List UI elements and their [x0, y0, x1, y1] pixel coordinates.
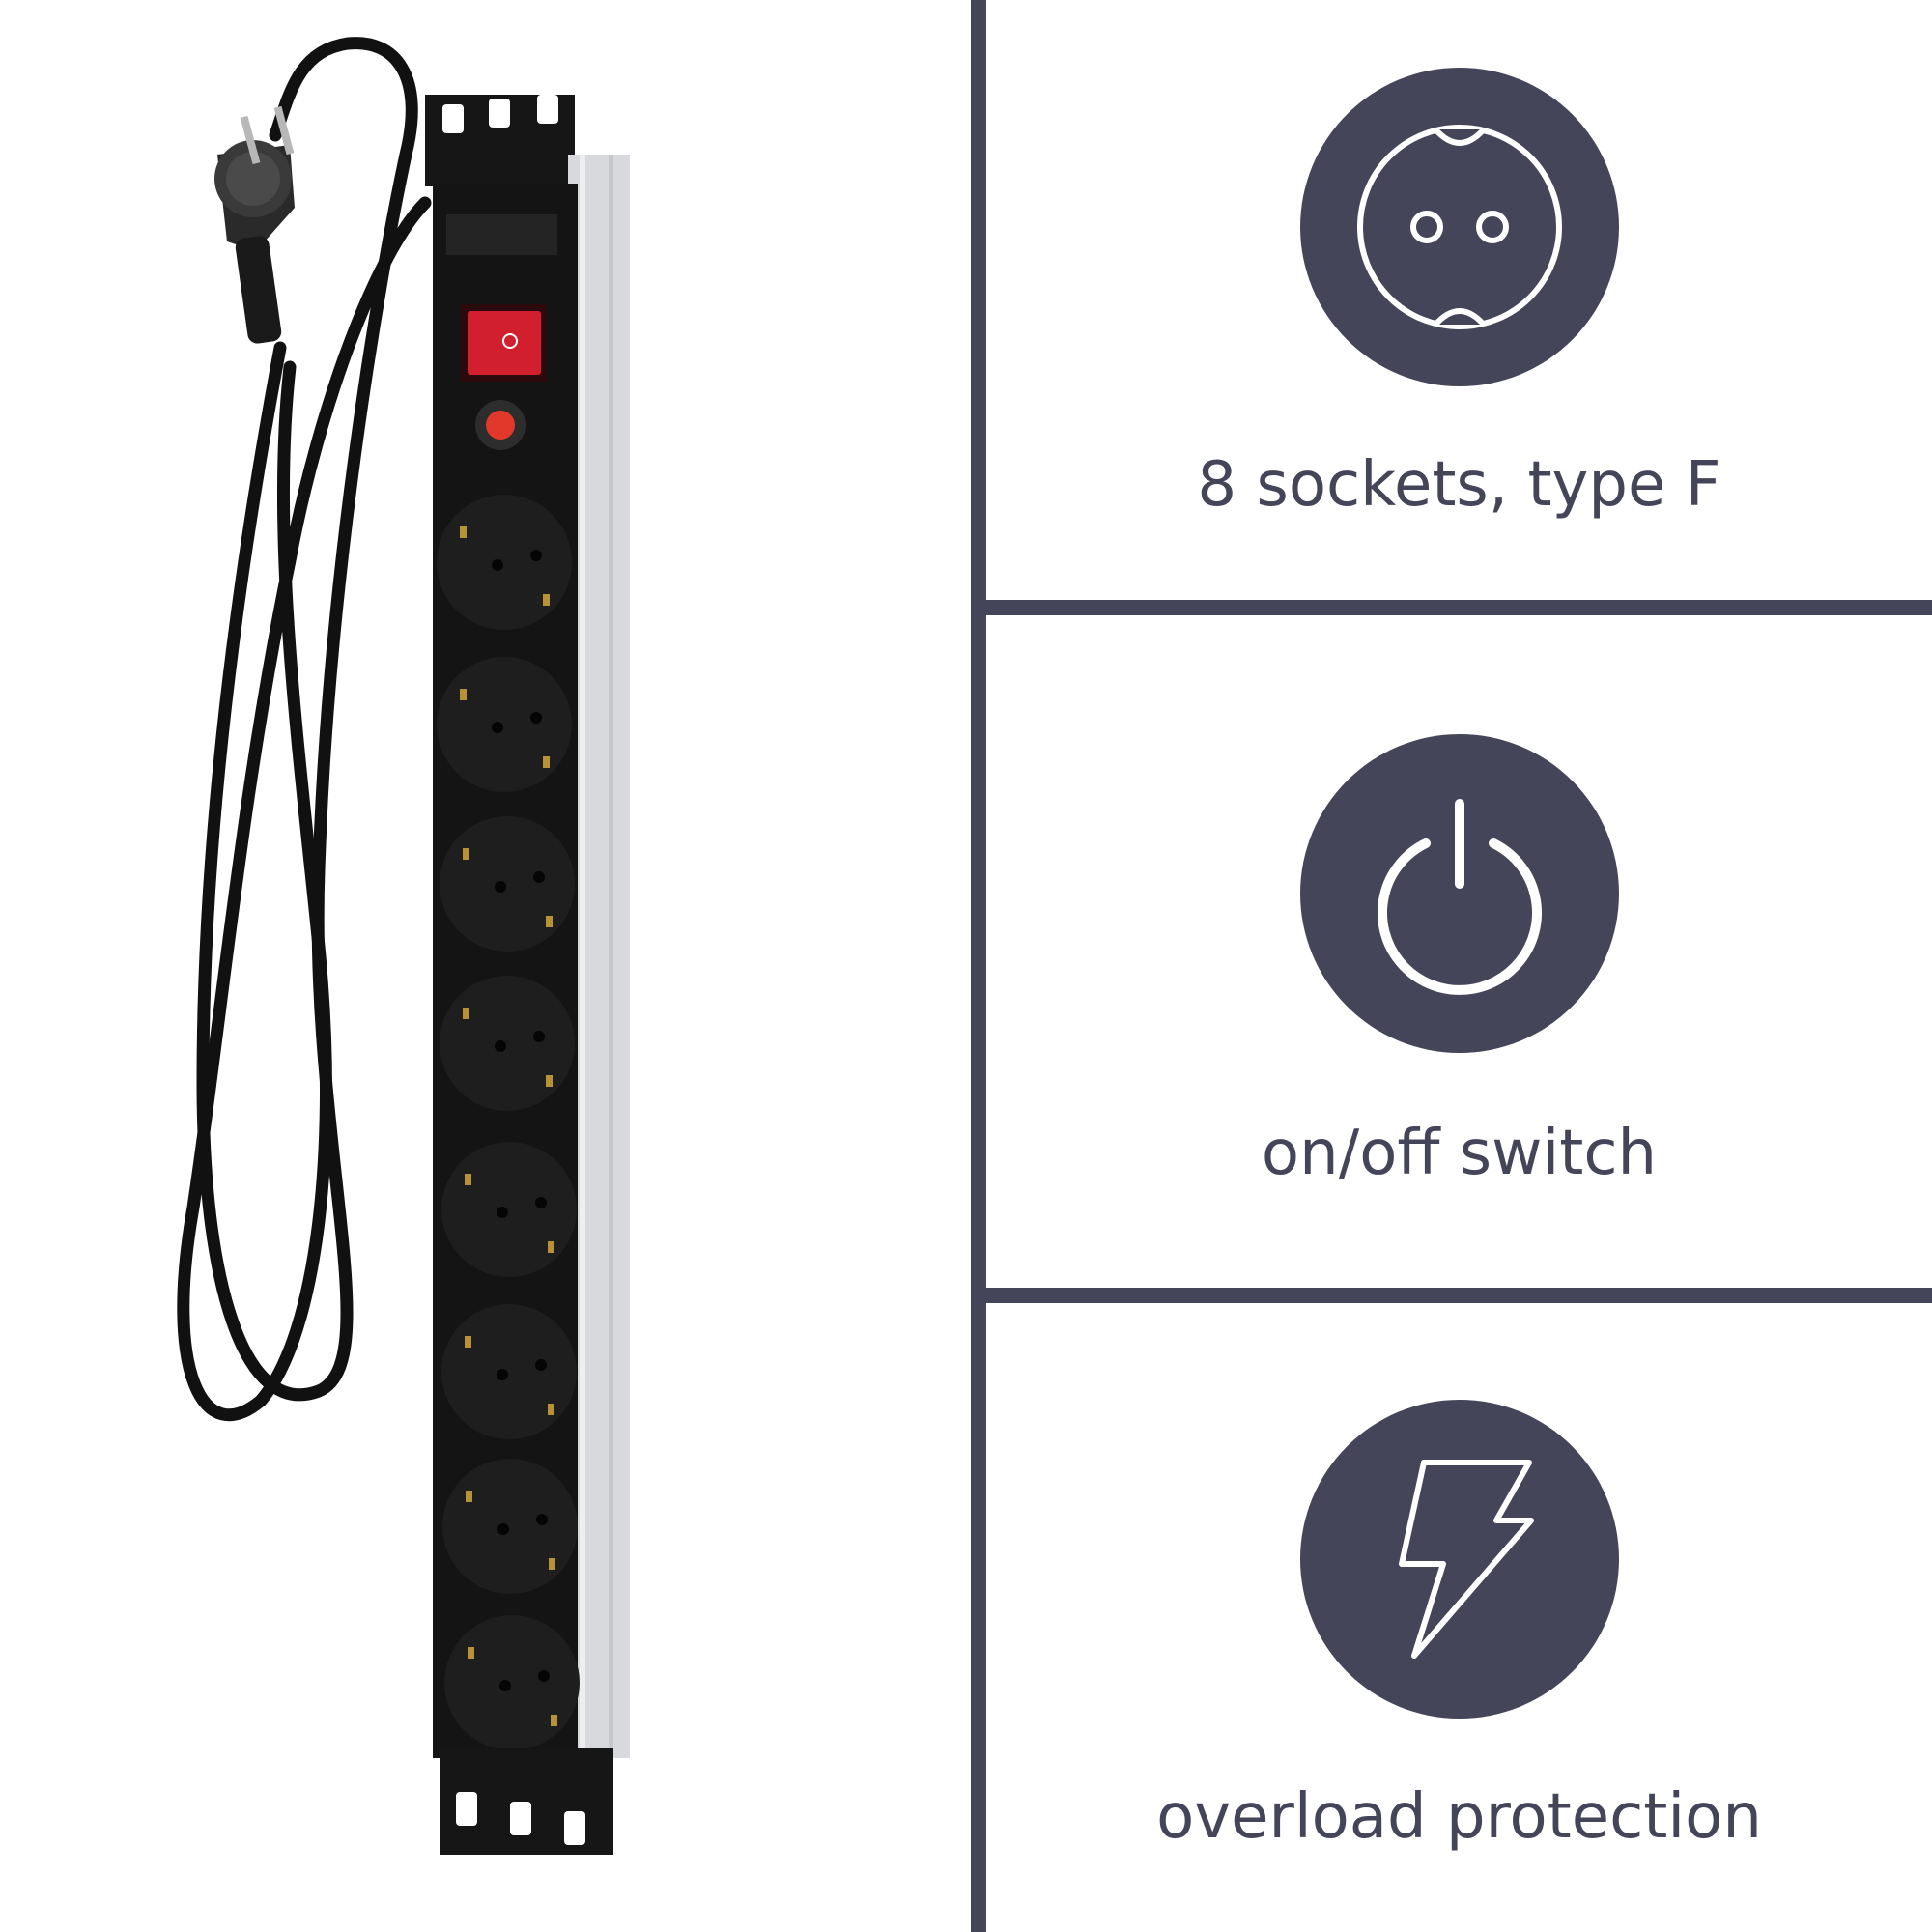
- rocker-switch: [460, 304, 547, 382]
- power-icon: [1378, 799, 1542, 995]
- plug: [214, 105, 295, 344]
- feature-icon-circle: [1300, 734, 1619, 1053]
- aluminium-profile: [568, 155, 630, 1758]
- feature-label-overload: overload protection: [1156, 1781, 1762, 1853]
- feature-overload: overload protection: [986, 1303, 1932, 1932]
- lightning-icon: [1399, 1460, 1534, 1659]
- feature-switch: on/off switch: [986, 615, 1932, 1288]
- socket-2: [437, 657, 572, 792]
- socket-row: [437, 495, 580, 1750]
- feature-sockets: 8 sockets, type F: [986, 0, 1932, 600]
- socket-4: [440, 976, 575, 1111]
- overload-reset-button: [475, 400, 526, 450]
- feature-icon-circle: [1300, 1400, 1619, 1719]
- feature-label-sockets: 8 sockets, type F: [1197, 449, 1721, 521]
- top-mount-bracket: [425, 95, 575, 186]
- bottom-mount-bracket: [440, 1748, 613, 1855]
- vertical-divider: [971, 0, 986, 1932]
- product-image: [177, 37, 630, 1855]
- socket-3: [440, 816, 575, 952]
- horizontal-divider-2: [986, 1288, 1932, 1303]
- feature-icon-circle: [1300, 68, 1619, 386]
- socket-icon: [1356, 124, 1563, 330]
- socket-5: [441, 1142, 577, 1277]
- power-strip-photo: [177, 37, 630, 1855]
- horizontal-divider-1: [986, 600, 1932, 615]
- socket-1: [437, 495, 572, 630]
- socket-6: [441, 1304, 577, 1439]
- socket-8: [444, 1615, 580, 1750]
- feature-label-switch: on/off switch: [1261, 1118, 1658, 1189]
- socket-7: [442, 1459, 578, 1594]
